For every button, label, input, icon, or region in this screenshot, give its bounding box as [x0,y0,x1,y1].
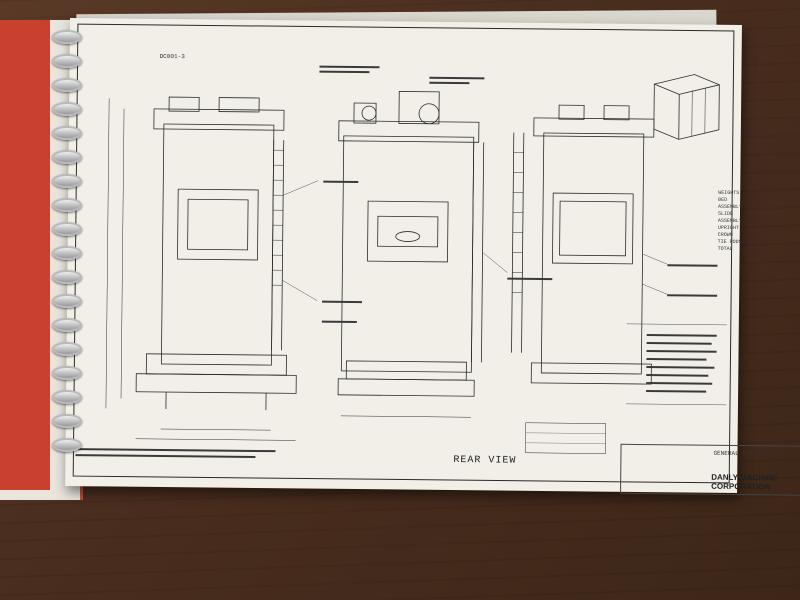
binder-ring [52,126,82,140]
binder-ring [52,102,82,116]
binder-ring [52,294,82,308]
drawing-number: DC001-3 [159,52,185,61]
binder-ring [52,30,82,44]
press-drawing [72,23,735,484]
binder-ring [52,342,82,356]
binder-rings [52,30,82,470]
weight-row: SLIDE ASSEMBLY [717,210,742,225]
binder-red-spine [0,20,50,490]
binder-ring [52,54,82,68]
weight-row: BED ASSEMBLY [718,196,743,211]
binder-ring [52,78,82,92]
binder-ring [52,318,82,332]
title-block: GENERAL ASSEMBLY DANLY MACHINE CORPORATI… [620,443,800,496]
binder-ring [52,438,82,452]
binder-ring [52,198,82,212]
binder-ring [52,366,82,380]
binder-ring [52,222,82,236]
binder-ring [52,390,82,404]
assembly-label: GENERAL ASSEMBLY [713,449,772,458]
weights-list: WEIGHTS BED ASSEMBLY SLIDE ASSEMBLY UPRI… [718,190,743,253]
binder-ring [52,246,82,260]
binder-ring [52,270,82,284]
weight-row: TOTAL [717,245,733,252]
blueprint-sheet: DC001-3 WEIGHTS BED ASSEMBLY SLIDE ASSEM… [65,18,800,496]
company-name: DANLY MACHINE CORPORATION [711,472,778,492]
binder-ring [52,150,82,164]
rear-view-label: REAR VIEW [453,455,517,467]
binder-ring [52,174,82,188]
binder-ring [52,414,82,428]
